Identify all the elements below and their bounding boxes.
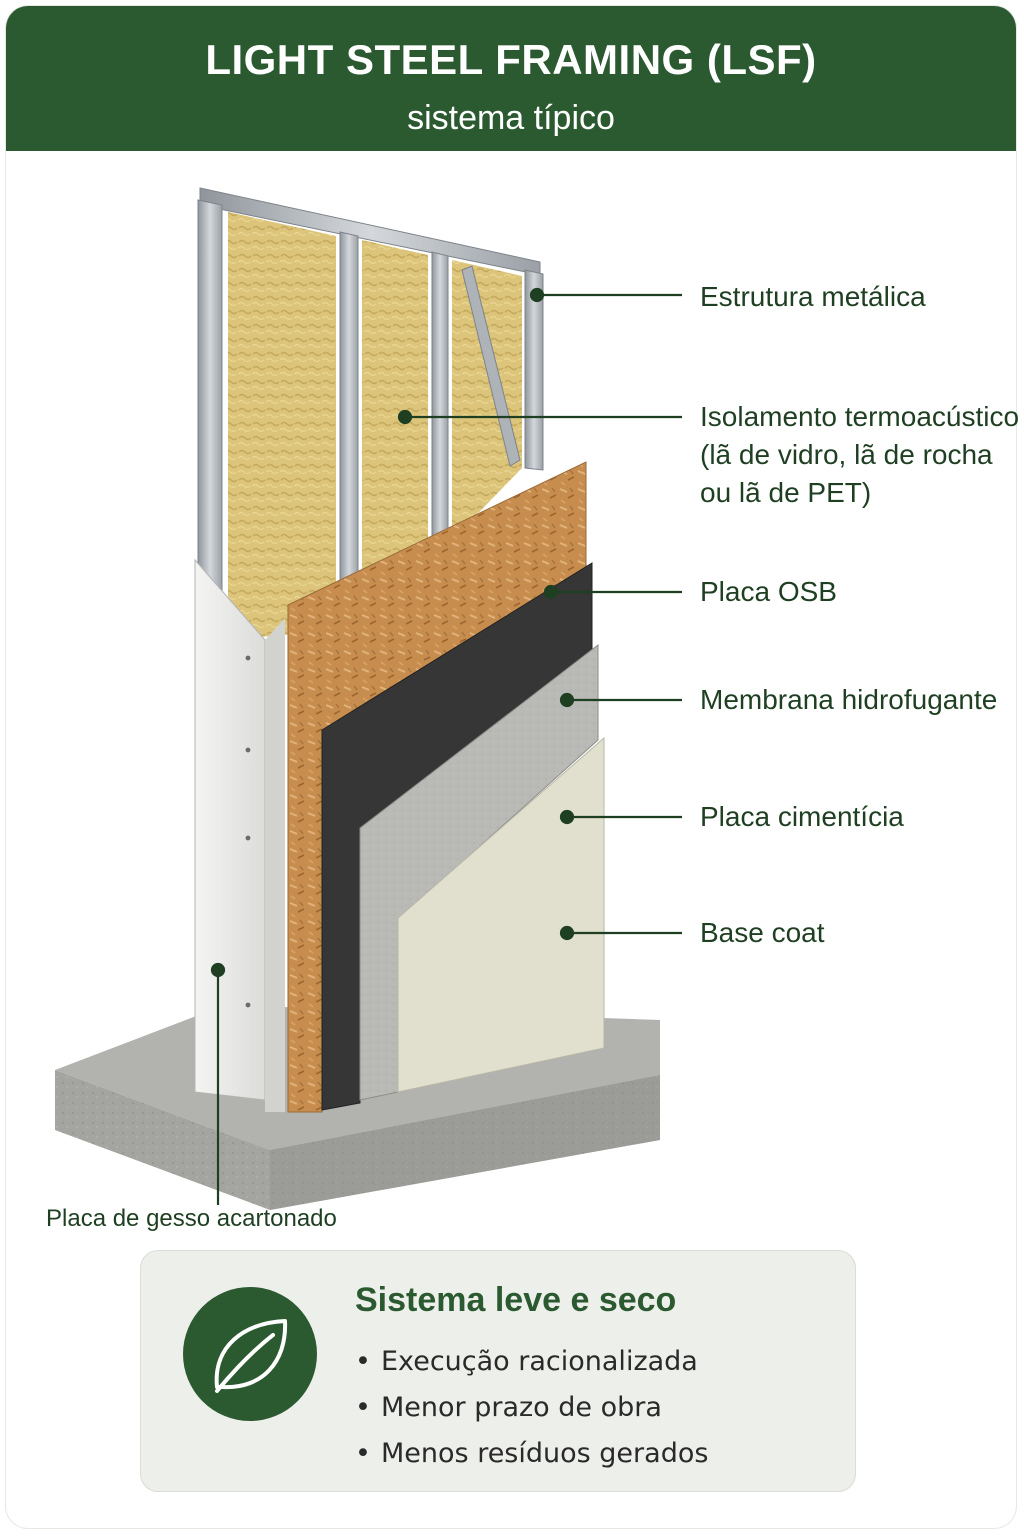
benefit-item: • Menos resíduos gerados bbox=[355, 1431, 708, 1477]
label-placa-gesso: Placa de gesso acartonado bbox=[46, 1205, 337, 1232]
info-box: Sistema leve e seco • Execução racionaliz… bbox=[140, 1250, 856, 1492]
gypsum-board bbox=[194, 558, 285, 1112]
label-placa-osb: Placa OSB bbox=[700, 576, 837, 607]
base-coat-panel bbox=[397, 736, 605, 1093]
benefit-text: Menos resíduos gerados bbox=[381, 1438, 709, 1469]
label-placa-cimenticia: Placa cimentícia bbox=[700, 801, 904, 832]
callout-leaders bbox=[210, 287, 682, 1205]
page-subtitle: sistema típico bbox=[407, 99, 615, 137]
bullet-icon: • bbox=[355, 1392, 371, 1423]
benefit-text: Menor prazo de obra bbox=[381, 1392, 662, 1423]
label-isolamento: Isolamento termoacústico (lã de vidro, l… bbox=[700, 401, 1020, 508]
info-heading: Sistema leve e seco bbox=[355, 1281, 677, 1319]
benefit-text: Execução racionalizada bbox=[381, 1346, 698, 1377]
leaf-icon bbox=[183, 1287, 317, 1421]
label-base-coat: Base coat bbox=[700, 917, 825, 948]
label-estrutura-metalica: Estrutura metálica bbox=[700, 281, 926, 312]
page-title: LIGHT STEEL FRAMING (LSF) bbox=[205, 36, 817, 83]
benefit-list: • Execução racionalizada • Menor prazo de … bbox=[355, 1339, 708, 1477]
label-membrana: Membrana hidrofugante bbox=[700, 684, 998, 715]
header-banner: LIGHT STEEL FRAMING (LSF) sistema típico bbox=[6, 6, 1016, 151]
bullet-icon: • bbox=[355, 1438, 371, 1469]
insulation-batts bbox=[228, 212, 522, 640]
bullet-icon: • bbox=[355, 1346, 371, 1377]
benefit-item: • Menor prazo de obra bbox=[355, 1385, 708, 1431]
benefit-item: • Execução racionalizada bbox=[355, 1339, 708, 1385]
